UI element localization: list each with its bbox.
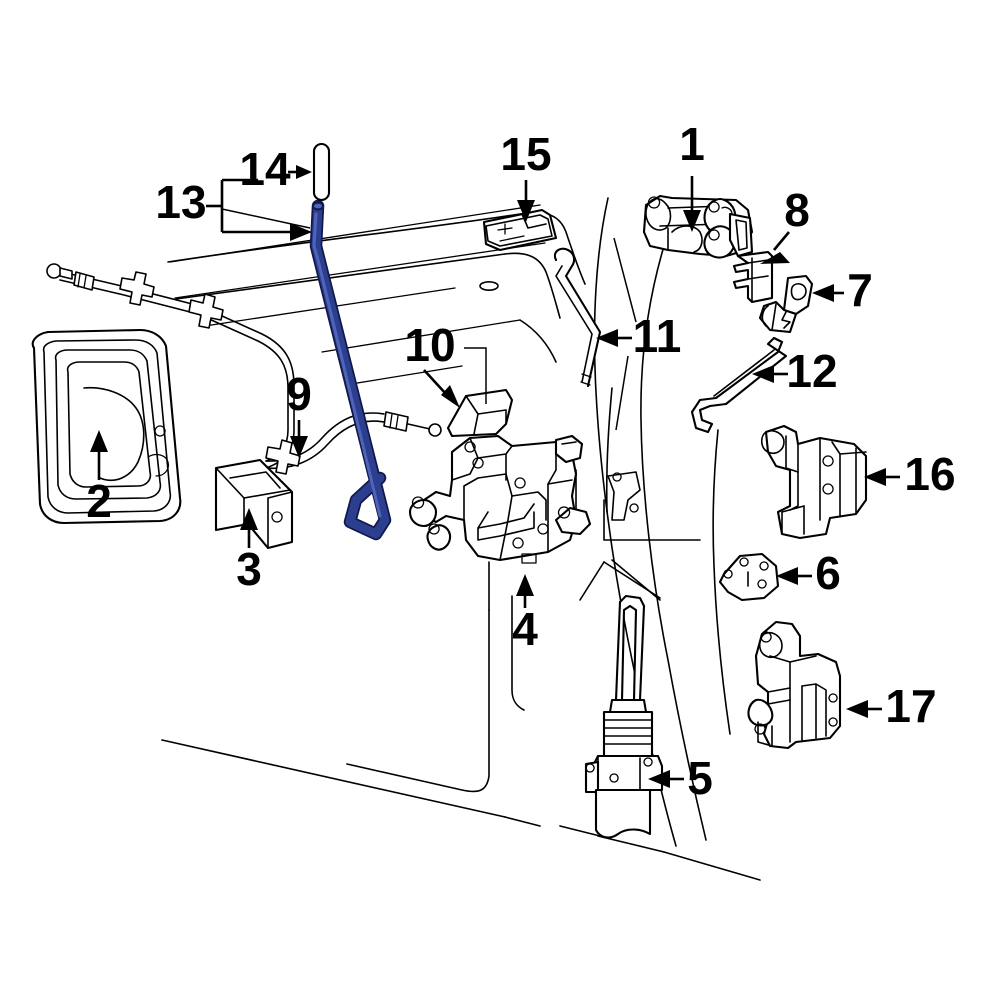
part-14-lock-rod-clip bbox=[312, 142, 331, 202]
callout-number-16[interactable]: 16 bbox=[904, 448, 955, 500]
part-10-latch-wedge-bumper bbox=[446, 388, 514, 438]
part-2-inside-door-handle-bezel bbox=[31, 328, 182, 525]
callout-number-11[interactable]: 11 bbox=[633, 310, 682, 362]
callout-number-12[interactable]: 12 bbox=[786, 345, 837, 397]
part-11-outside-handle-link-rod bbox=[553, 247, 602, 388]
part-4-door-latch-assembly bbox=[408, 434, 592, 564]
callout-number-7[interactable]: 7 bbox=[847, 264, 873, 316]
part-16-upper-door-hinge bbox=[760, 424, 868, 540]
part-3-handle-mounting-bracket bbox=[214, 458, 294, 550]
part-6-striker-shim-plate bbox=[718, 552, 780, 602]
part-5-door-lock-actuator bbox=[584, 594, 664, 839]
callout-number-5[interactable]: 5 bbox=[687, 752, 713, 804]
callout-leaders bbox=[90, 165, 900, 788]
part-12-lock-cylinder-link-rod bbox=[690, 336, 788, 434]
callout-numbers: 1 2 3 4 5 6 7 8 9 10 11 12 13 14 15 16 1… bbox=[86, 118, 955, 804]
part-15-power-lock-switch-cover bbox=[482, 208, 558, 252]
callout-number-8[interactable]: 8 bbox=[784, 184, 810, 236]
callout-number-10[interactable]: 10 bbox=[404, 319, 455, 371]
door-handle-release-cable bbox=[46, 263, 442, 475]
callout-number-9[interactable]: 9 bbox=[286, 368, 312, 420]
callout-number-1[interactable]: 1 bbox=[679, 118, 705, 170]
callout-number-2[interactable]: 2 bbox=[86, 475, 112, 527]
callout-number-15[interactable]: 15 bbox=[500, 128, 551, 180]
part-8-lock-cylinder-retainer-clip bbox=[732, 250, 774, 304]
part-7-lock-cylinder-key bbox=[758, 274, 814, 334]
callout-number-14[interactable]: 14 bbox=[239, 143, 291, 195]
part-17-lower-door-hinge bbox=[747, 620, 842, 750]
callout-number-3[interactable]: 3 bbox=[236, 543, 262, 595]
part-13-door-lock-rod bbox=[309, 199, 392, 541]
callout-number-13[interactable]: 13 bbox=[155, 176, 206, 228]
callout-number-17[interactable]: 17 bbox=[885, 680, 936, 732]
callout-number-4[interactable]: 4 bbox=[512, 603, 538, 655]
callout-number-6[interactable]: 6 bbox=[815, 547, 841, 599]
part-1-striker-assembly bbox=[642, 194, 754, 259]
